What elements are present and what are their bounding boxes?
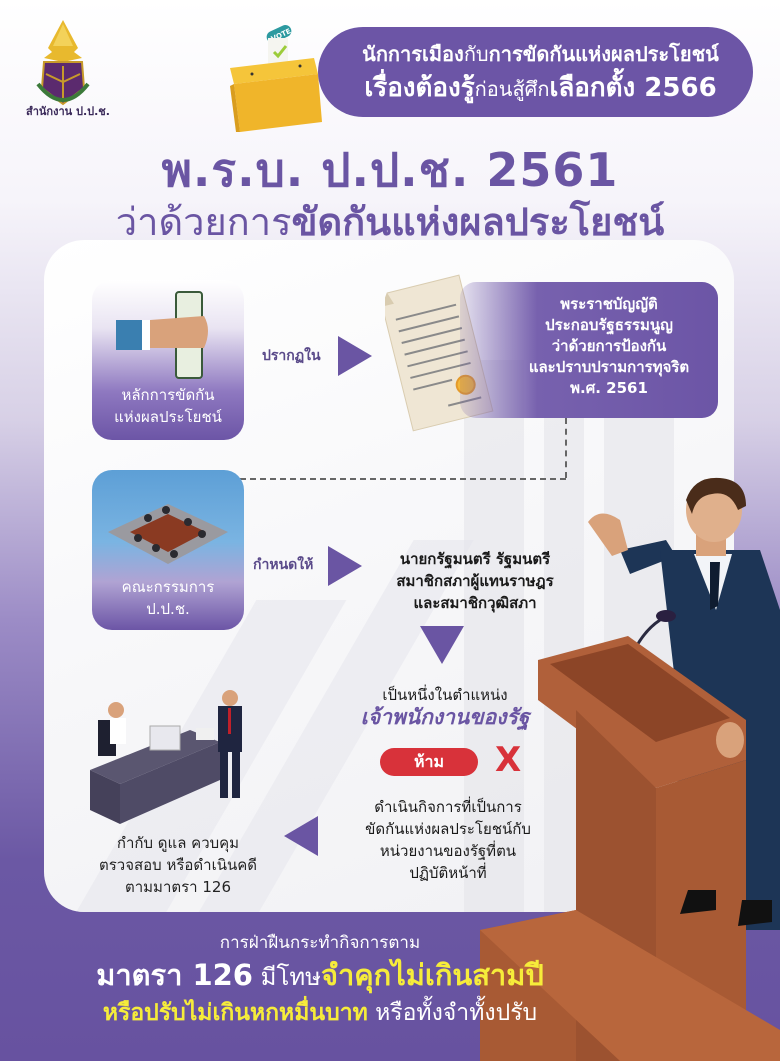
page-subtitle: ว่าด้วยการขัดกันแห่งผลประโยชน์ (0, 198, 780, 246)
officials-text: นายกรัฐมนตรี รัฐมนตรี สมาชิกสภาผู้แทนราษ… (350, 548, 600, 614)
section-126: มาตรา 126 (96, 958, 253, 992)
law-line3: ว่าด้วยการป้องกัน (551, 337, 667, 355)
oversight-text: กำกับ ดูแล ควบคุม ตรวจสอบ หรือดำเนินคดี … (68, 832, 288, 898)
appears-in-label: ปรากฏใน (262, 348, 321, 364)
committee-line2: ป.ป.ช. (146, 600, 190, 618)
committee-tile: คณะกรรมการ ป.ป.ช. (92, 470, 244, 630)
subtitle-thin: ว่าด้วยการ (115, 200, 292, 244)
officials-line2: สมาชิกสภาผู้แทนราษฎร (396, 572, 554, 590)
law-box: พระราชบัญญัติ ประกอบรัฐธรรมนูญ ว่าด้วยกา… (460, 282, 718, 418)
penalty-footer: การฝ่าฝืนกระทำกิจการตาม มาตรา 126 มีโทษจ… (0, 930, 640, 1030)
dashed-connector-vertical (565, 418, 567, 478)
forbidden-line3: หน่วยงานของรัฐที่ตน (379, 842, 517, 860)
speaker-at-podium-illustration (480, 477, 780, 1061)
ballot-box-icon: VOTE (222, 10, 332, 136)
dashed-connector-horizontal (200, 478, 566, 480)
forbidden-line2: ขัดกันแห่งผลประโยชน์กับ (365, 820, 531, 838)
penalty-label: มีโทษ (253, 963, 321, 991)
oversight-line3: ตามมาตรา 126 (125, 878, 231, 896)
banner-line2-thin: ก่อนสู้ศึก (474, 76, 550, 101)
oversight-line2: ตรวจสอบ หรือดำเนินคดี (99, 856, 257, 874)
banner-line1-bold: นักการเมือง (362, 41, 464, 66)
fine-amount: หรือปรับไม่เกินหกหมื่นบาท (102, 1000, 368, 1026)
defines-label: กำหนดให้ (253, 557, 314, 573)
principle-line2: แห่งผลประโยชน์ (114, 408, 222, 426)
footer-line3: หรือปรับไม่เกินหกหมื่นบาท หรือทั้งจำทั้ง… (0, 996, 640, 1030)
law-line1: พระราชบัญญัติ (560, 295, 658, 313)
subtitle-bold: ขัดกันแห่งผลประโยชน์ (291, 200, 665, 244)
office-desk-illustration (90, 690, 242, 824)
principle-tile: หลักการขัดกัน แห่งผลประโยชน์ (92, 280, 244, 440)
forbid-badge: ห้าม (380, 748, 478, 776)
bribe-hand-icon (116, 291, 208, 379)
officials-line1: นายกรัฐมนตรี รัฐมนตรี (399, 550, 551, 568)
arrow-down-icon (420, 626, 464, 664)
nacc-logo (28, 18, 98, 118)
banner-line2-bold: เรื่องต้องรู้ (364, 72, 475, 103)
footer-line1: การฝ่าฝืนกระทำกิจการตาม (219, 933, 421, 953)
logo-caption: สำนักงาน ป.ป.ช. (26, 105, 110, 118)
oversight-line1: กำกับ ดูแล ควบคุม (116, 834, 240, 852)
forbidden-line4: ปฏิบัติหน้าที่ (409, 864, 487, 882)
principle-line1: หลักการขัดกัน (121, 386, 215, 404)
forbidden-line1: ดำเนินกิจการที่เป็นการ (374, 798, 522, 816)
page-title: พ.ร.บ. ป.ป.ช. 2561 (161, 143, 619, 197)
meeting-room-icon (108, 504, 228, 564)
law-line4: และปราบปรามการทุจริต (528, 358, 690, 376)
banner-line1-bold2: การขัดกันแห่งผลประโยชน์ (488, 41, 719, 66)
committee-line1: คณะกรรมการ (121, 578, 215, 596)
forbidden-action-text: ดำเนินกิจการที่เป็นการ ขัดกันแห่งผลประโย… (328, 796, 568, 884)
x-mark-icon: X (495, 740, 522, 780)
footer-line2: มาตรา 126 มีโทษจำคุกไม่เกินสามปี (0, 956, 640, 996)
position-line2: เจ้าพนักงานของรัฐ (360, 705, 530, 729)
arrow-left-icon (284, 816, 318, 856)
law-line5: พ.ศ. 2561 (570, 379, 648, 397)
or-both: หรือทั้งจำทั้งปรับ (367, 1000, 538, 1026)
header-banner: นักการเมืองกับการขัดกันแห่งผลประโยชน์ เร… (318, 27, 753, 117)
prison-term: จำคุกไม่เกินสามปี (320, 958, 544, 992)
position-text: เป็นหนึ่งในตำแหน่ง เจ้าพนักงานของรัฐ (320, 684, 570, 728)
position-line1: เป็นหนึ่งในตำแหน่ง (382, 686, 508, 704)
arrow-right-icon (328, 546, 362, 586)
law-line2: ประกอบรัฐธรรมนูญ (545, 316, 673, 334)
banner-line2-bold2: เลือกตั้ง 2566 (549, 72, 717, 103)
banner-line1-thin: กับ (463, 41, 489, 66)
officials-line3: และสมาชิกวุฒิสภา (413, 594, 537, 612)
arrow-right-icon (338, 336, 372, 376)
